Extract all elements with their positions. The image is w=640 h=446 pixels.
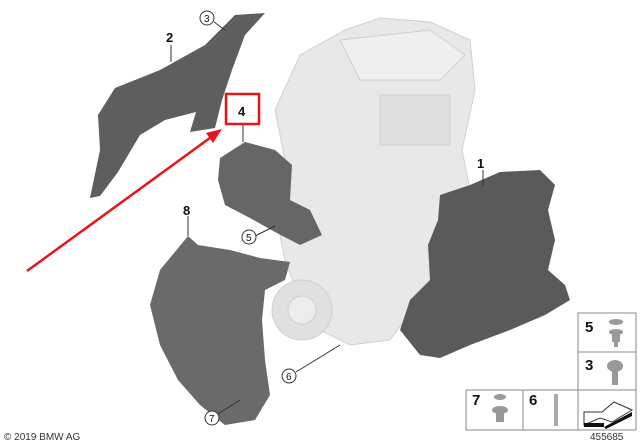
- callout-3[interactable]: 3: [199, 10, 215, 26]
- legend-item-6[interactable]: 6: [529, 392, 558, 426]
- callout-6[interactable]: 6: [281, 368, 297, 384]
- callout-2[interactable]: 2: [166, 30, 173, 45]
- highlight-arrow: [26, 129, 222, 273]
- callout-2-label: 2: [166, 30, 173, 45]
- callout-4-label: 4: [238, 104, 246, 119]
- legend-6-label: 6: [529, 392, 537, 409]
- clip-icon: [492, 394, 508, 422]
- highlight-box: [224, 92, 261, 126]
- callout-3-label: 3: [204, 14, 210, 25]
- part-1-heat-shield[interactable]: [400, 170, 570, 358]
- callout-5-label: 5: [246, 233, 252, 244]
- part-8-heat-shield[interactable]: [150, 236, 290, 425]
- part-4-heat-shield[interactable]: [218, 142, 322, 245]
- expanding-rivet-icon: [609, 319, 623, 347]
- diagram-number: 455685: [590, 432, 624, 443]
- legend-3-label: 3: [585, 357, 593, 374]
- screw-icon: [607, 360, 623, 385]
- legend-7-label: 7: [472, 392, 480, 409]
- copyright: © 2019 BMW AG: [4, 432, 81, 443]
- callout-8-label: 8: [183, 203, 190, 218]
- callout-4[interactable]: 4: [238, 104, 246, 119]
- callout-1[interactable]: 1: [477, 156, 484, 171]
- legend-5-label: 5: [585, 319, 593, 336]
- fastener-legend: [465, 312, 637, 431]
- callout-1-label: 1: [477, 156, 484, 171]
- callout-8[interactable]: 8: [183, 203, 190, 218]
- callout-7-label: 7: [209, 414, 215, 425]
- callout-6-label: 6: [286, 372, 292, 383]
- engine-block: [271, 17, 476, 346]
- leader-lines: [170, 21, 484, 415]
- stud-pin-icon: [554, 394, 558, 426]
- callout-5[interactable]: 5: [241, 229, 257, 245]
- part-2-heat-shield[interactable]: [90, 13, 265, 198]
- legend-item-7[interactable]: 7: [472, 392, 508, 422]
- orientation-arrow-icon: [583, 401, 634, 429]
- callout-7[interactable]: 7: [204, 410, 220, 426]
- legend-item-5[interactable]: 5: [585, 319, 623, 347]
- legend-item-3[interactable]: 3: [585, 357, 623, 385]
